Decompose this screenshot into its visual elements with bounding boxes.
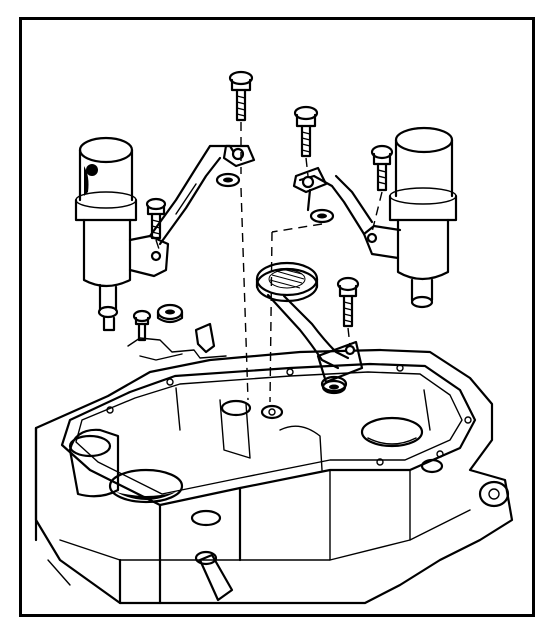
bolt	[145, 197, 167, 240]
engine-block	[34, 348, 514, 605]
o-ring	[321, 379, 347, 395]
o-ring	[215, 172, 241, 188]
o-ring	[156, 303, 184, 324]
bolt	[336, 276, 360, 328]
bolt	[132, 309, 152, 342]
assembly-lines	[155, 122, 383, 403]
right-sensor-housing	[388, 126, 458, 309]
bolt	[370, 144, 394, 192]
left-sensor-housing	[74, 136, 138, 332]
gasket	[127, 322, 227, 361]
right-mounting-bracket	[292, 166, 402, 260]
bolt	[293, 105, 319, 158]
oil-strainer	[255, 261, 319, 303]
bolt	[228, 70, 254, 122]
o-ring	[309, 208, 335, 224]
